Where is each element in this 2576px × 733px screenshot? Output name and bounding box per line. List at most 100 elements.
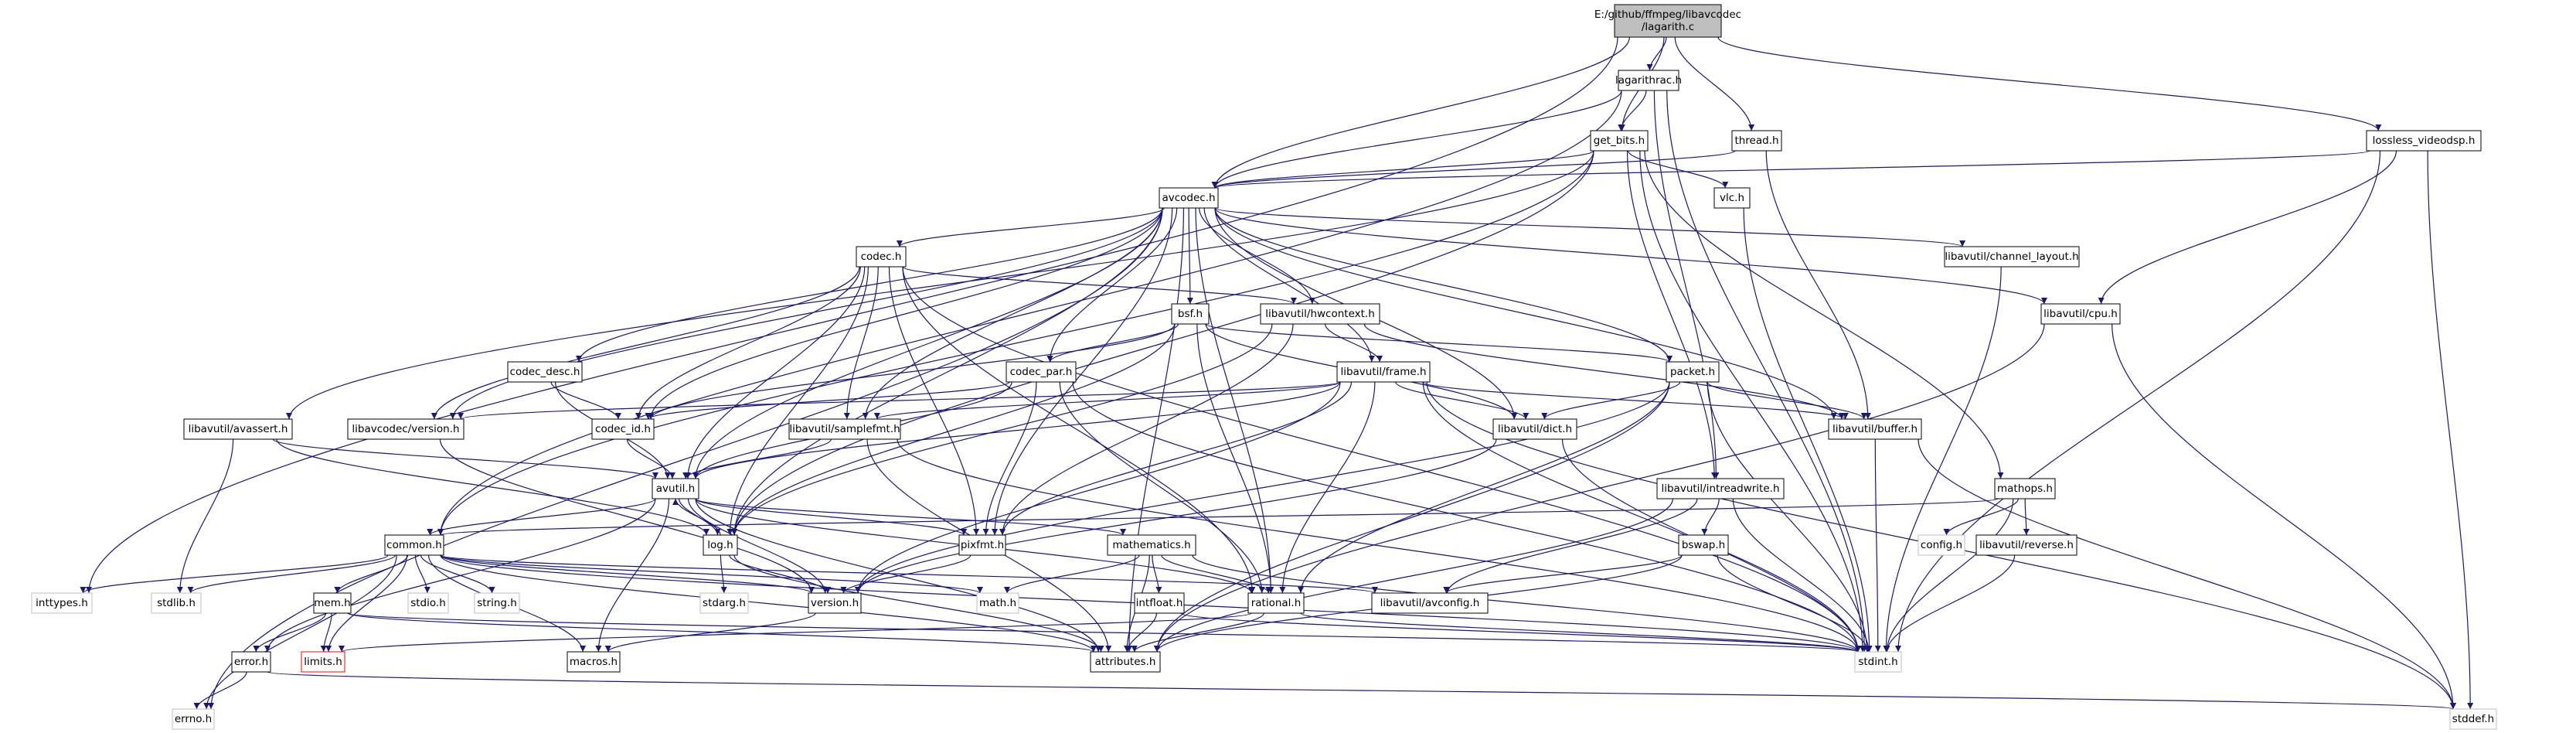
edge-frame_h-to-stdint_h [1422, 381, 1861, 653]
node-samplefmt-h[interactable]: libavutil/samplefmt.h [788, 418, 901, 440]
edge-codec_h-to-avutil_h [684, 266, 866, 479]
node-string-h[interactable]: string.h [474, 592, 520, 614]
node-stdint-h[interactable]: stdint.h [1854, 651, 1902, 673]
node-stddef-h[interactable]: stddef.h [2449, 708, 2497, 730]
node-rational-h[interactable]: rational.h [1247, 592, 1305, 614]
node-label: libavutil/reverse.h [1979, 539, 2074, 551]
node-box [788, 418, 901, 440]
node-buffer-h[interactable]: libavutil/buffer.h [1828, 418, 1922, 440]
node-intreadwrite-h[interactable]: libavutil/intreadwrite.h [1656, 478, 1785, 499]
node-box [856, 246, 907, 268]
node-bsf-h[interactable]: bsf.h [1171, 303, 1210, 325]
node-label: rational.h [1251, 597, 1302, 609]
node-lossless-videodsp-h[interactable]: lossless_videodsp.h [2366, 130, 2482, 152]
edge-rational_h-to-attributes_h [1131, 612, 1264, 653]
node-dict-h[interactable]: libavutil/dict.h [1492, 418, 1577, 440]
edge-avcodec_h-to-frame_h [1203, 207, 1375, 363]
node-label: inttypes.h [36, 597, 88, 609]
node-lagarithrac-h[interactable]: lagarithrac.h [1615, 70, 1682, 91]
node-packet-h[interactable]: packet.h [1666, 361, 1720, 383]
node-log-h[interactable]: log.h [703, 534, 738, 556]
node-stdlib-h[interactable]: stdlib.h [151, 592, 202, 614]
edge-codec_desc_h-to-codec_id_h [550, 381, 621, 420]
node-version-lc-h[interactable]: libavcodec/version.h [347, 418, 464, 440]
edge-lossless_videodsp_h-to-cpu_h [2098, 150, 2397, 305]
edge-packet_h-to-buffer_h [1707, 381, 1867, 420]
node-pixfmt-h[interactable]: pixfmt.h [958, 534, 1006, 556]
node-vlc-h[interactable]: vlc.h [1713, 187, 1751, 209]
node-attributes-h[interactable]: attributes.h [1090, 651, 1161, 673]
node-avconfig-h[interactable]: libavutil/avconfig.h [1371, 592, 1489, 614]
edge-intreadwrite_h-to-bswap_h [1701, 498, 1720, 536]
node-lagarith-c[interactable]: E:/github/ffmpeg/libavcodec/lagarith.c [1594, 4, 1741, 38]
edge-error_h-to-stddef_h [267, 671, 2455, 710]
node-avutil-h[interactable]: avutil.h [652, 478, 699, 499]
edge-avcodec_h-to-avutil_h [692, 207, 1163, 479]
node-box [699, 592, 749, 614]
node-label: avutil.h [656, 482, 695, 495]
edge-intreadwrite_h-to-stdint_h [1732, 498, 1872, 653]
node-thread-h[interactable]: thread.h [1731, 130, 1782, 152]
node-box [1731, 130, 1782, 152]
node-mem-h[interactable]: mem.h [313, 592, 352, 614]
node-macros-h[interactable]: macros.h [567, 651, 621, 673]
edge-avcodec_h-to-codec_h [897, 207, 1165, 247]
edge-avutil_h-to-version_h [687, 498, 829, 594]
node-label: libavcodec/version.h [352, 423, 459, 435]
node-avcodec-h[interactable]: avcodec.h [1159, 187, 1219, 209]
node-stdio-h[interactable]: stdio.h [407, 592, 449, 614]
edge-bsf_h-to-codec_id_h [648, 323, 1176, 420]
node-codec-desc-h[interactable]: codec_desc.h [507, 361, 583, 383]
node-error-h[interactable]: error.h [231, 651, 271, 673]
node-label: errno.h [175, 713, 212, 725]
node-limits-h[interactable]: limits.h [301, 651, 345, 673]
node-stdarg-h[interactable]: stdarg.h [699, 592, 749, 614]
edge-get_bits_h-to-common_h [437, 150, 1594, 536]
node-config-h[interactable]: config.h [1918, 534, 1965, 556]
node-label: libavutil/dict.h [1498, 423, 1572, 435]
node-mathematics-h[interactable]: mathematics.h [1107, 534, 1196, 556]
node-bswap-h[interactable]: bswap.h [1678, 534, 1729, 556]
node-inttypes-h[interactable]: inttypes.h [31, 592, 93, 614]
edge-mem_h-to-limits_h [320, 612, 332, 653]
edge-lossless_videodsp_h-to-stdint_h [1895, 150, 2381, 653]
node-frame-h[interactable]: libavutil/frame.h [1336, 361, 1431, 383]
node-reverse-h[interactable]: libavutil/reverse.h [1975, 534, 2077, 556]
node-codec-h[interactable]: codec.h [856, 246, 907, 268]
node-box [703, 534, 738, 556]
node-intfloat-h[interactable]: intfloat.h [1134, 592, 1185, 614]
node-mathops-h[interactable]: mathops.h [1994, 478, 2056, 499]
edge-error_h-to-errno_h [193, 671, 247, 710]
node-get-bits-h[interactable]: get_bits.h [1590, 130, 1649, 152]
node-version-h[interactable]: version.h [808, 592, 862, 614]
edge-intreadwrite_h-to-attributes_h [1154, 498, 1673, 653]
node-codec-id-h[interactable]: codec_id.h [591, 418, 655, 440]
node-label: limits.h [304, 656, 342, 668]
edge-codec_par_h-to-pixfmt_h [982, 381, 1037, 536]
edge-log_h-to-stdarg_h [720, 554, 727, 594]
node-cpu-h[interactable]: libavutil/cpu.h [2040, 303, 2121, 325]
edge-avutil_h-to-attributes_h [695, 498, 1102, 653]
edge-frame_h-to-rational_h [1279, 381, 1376, 594]
edge-bsf_h-to-packet_h [1205, 323, 1673, 363]
node-codec-par-h[interactable]: codec_par.h [1006, 361, 1077, 383]
edge-packet_h-to-dict_h [1541, 381, 1681, 420]
node-box [2040, 303, 2121, 325]
edge-buffer_h-to-stddef_h [1918, 438, 2456, 710]
node-channel-layout-h[interactable]: libavutil/channel_layout.h [1944, 246, 2080, 268]
edge-mathematics_h-to-intfloat_h [1152, 554, 1162, 594]
node-box [313, 592, 352, 614]
node-box [1134, 592, 1185, 614]
node-label: pixfmt.h [961, 539, 1004, 551]
edge-lagarith_c-to-lagarithrac_h [1646, 36, 1667, 71]
node-box [1107, 534, 1196, 556]
node-hwcontext-h[interactable]: libavutil/hwcontext.h [1260, 303, 1380, 325]
node-math-h[interactable]: math.h [976, 592, 1019, 614]
node-common-h[interactable]: common.h [384, 534, 444, 556]
edge-frame_h-to-version_lc_h [458, 381, 1341, 420]
edge-common_h-to-inttypes_h [80, 554, 389, 594]
node-avassert-h[interactable]: libavutil/avassert.h [183, 418, 293, 440]
node-errno-h[interactable]: errno.h [172, 708, 215, 730]
node-box [1854, 651, 1902, 673]
edge-version_h-to-macros_h [604, 612, 816, 653]
